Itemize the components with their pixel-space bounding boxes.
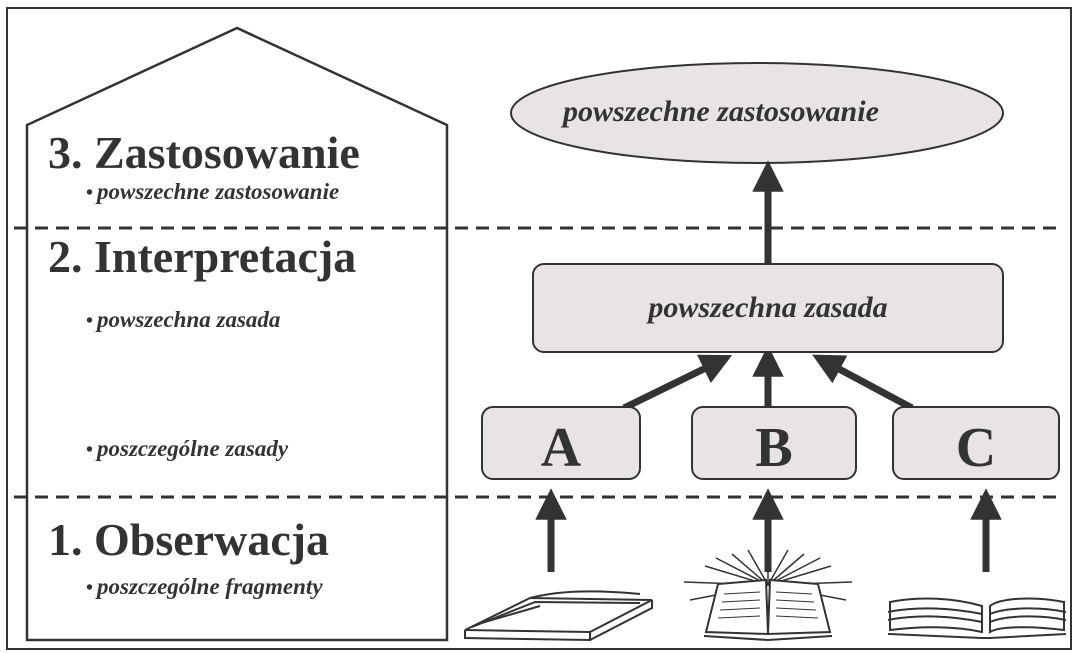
level-1-title: 1. Obserwacja bbox=[48, 514, 330, 565]
level-2-bullet-1-text: powszechna zasada bbox=[97, 307, 281, 332]
level-2-title: 2. Interpretacja bbox=[48, 231, 357, 282]
open-book-icon bbox=[464, 590, 653, 642]
level-2-bullet-2-text: poszczególne zasady bbox=[97, 436, 289, 461]
principle-box-label: powszechna zasada bbox=[648, 291, 888, 324]
box-a: A bbox=[481, 406, 641, 480]
house-outline bbox=[25, 26, 449, 642]
level-2-bullet-1: •powszechna zasada bbox=[86, 307, 281, 332]
level-2-bullet-2: •poszczególne zasady bbox=[86, 436, 289, 461]
box-b: B bbox=[691, 406, 857, 480]
glowing-bible-icon bbox=[683, 548, 853, 642]
box-a-label: A bbox=[540, 417, 582, 479]
arrow-a-to-principle bbox=[622, 354, 733, 412]
level-1-bullet: •poszczególne fragmenty bbox=[86, 574, 323, 599]
level-3-title: 3. Zastosowanie bbox=[48, 127, 360, 178]
level-3-bullet-text: powszechne zastosowanie bbox=[97, 179, 340, 204]
level-3-bullet: •powszechne zastosowanie bbox=[86, 179, 340, 204]
box-c-label: C bbox=[955, 417, 997, 479]
principle-box: powszechna zasada bbox=[532, 263, 1004, 353]
outer-frame bbox=[6, 7, 1072, 650]
box-c: C bbox=[892, 406, 1060, 480]
top-ellipse-label: powszechne zastosowanie bbox=[563, 95, 879, 128]
arrow-c-to-principle bbox=[812, 354, 914, 412]
box-b-label: B bbox=[755, 417, 793, 479]
level-1-bullet-text: poszczególne fragmenty bbox=[97, 574, 323, 599]
open-book-icon bbox=[887, 597, 1067, 639]
